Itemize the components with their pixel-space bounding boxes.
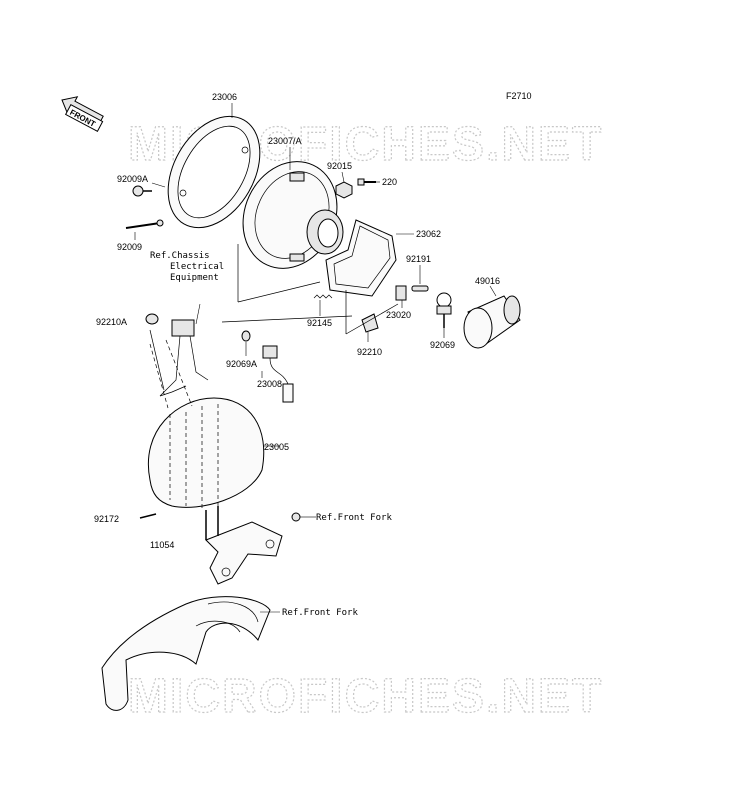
label-92172: 92172: [94, 514, 119, 524]
socket-23008: [262, 345, 294, 403]
ref-chassis-line1: Ref.Chassis: [150, 251, 210, 261]
label-92191: 92191: [406, 254, 431, 264]
label-92015: 92015: [327, 161, 352, 171]
wiring-harness: [149, 319, 209, 397]
screw-92172: [139, 513, 157, 519]
label-220: 220: [382, 177, 397, 187]
spring-92145: [313, 294, 333, 299]
screw-92009a: [132, 185, 152, 197]
clip-92210a: [145, 313, 159, 325]
front-fork-cover: [101, 596, 271, 711]
label-92009a: 92009A: [117, 174, 148, 184]
headlight-rim: [167, 115, 261, 229]
label-23005: 23005: [264, 442, 289, 452]
front-arrow-icon: FRONT: [61, 96, 104, 132]
screw-92009: [125, 219, 164, 229]
label-92210a: 92210A: [96, 317, 127, 327]
socket-23020: [395, 285, 407, 301]
label-23006: 23006: [212, 92, 237, 102]
ref-front-fork-upper: Ref.Front Fork: [316, 513, 392, 523]
figure-code: F2710: [506, 91, 532, 101]
screw-220: [357, 178, 376, 186]
watermark-bottom: MICROFICHES.NET: [128, 670, 603, 723]
clip-92210: [361, 313, 379, 333]
bracket-23062: [325, 219, 397, 297]
bulb-92069a: [241, 330, 251, 342]
label-92069a: 92069A: [226, 359, 257, 369]
ref-chassis-line2: Electrical: [170, 262, 224, 272]
label-23062: 23062: [416, 229, 441, 239]
label-11054: 11054: [150, 540, 174, 550]
label-92009: 92009: [117, 242, 142, 252]
label-23007a: 23007/A: [268, 136, 302, 146]
bracket-11054: [205, 506, 283, 585]
front-fork-bolt: [291, 512, 301, 522]
label-92145: 92145: [307, 318, 332, 328]
nut-92015: [335, 181, 353, 199]
cover-49016: [463, 295, 521, 349]
label-92069: 92069: [430, 340, 455, 350]
label-49016: 49016: [475, 276, 500, 286]
headlight-unit: [242, 161, 344, 269]
label-23020: 23020: [386, 310, 411, 320]
pin-92191: [411, 285, 429, 292]
headlight-lens: [147, 397, 265, 508]
label-92210: 92210: [357, 347, 382, 357]
ref-chassis-line3: Equipment: [170, 273, 219, 283]
bulb-92069: [436, 292, 452, 328]
label-23008: 23008: [257, 379, 282, 389]
ref-front-fork-lower: Ref.Front Fork: [282, 608, 358, 618]
